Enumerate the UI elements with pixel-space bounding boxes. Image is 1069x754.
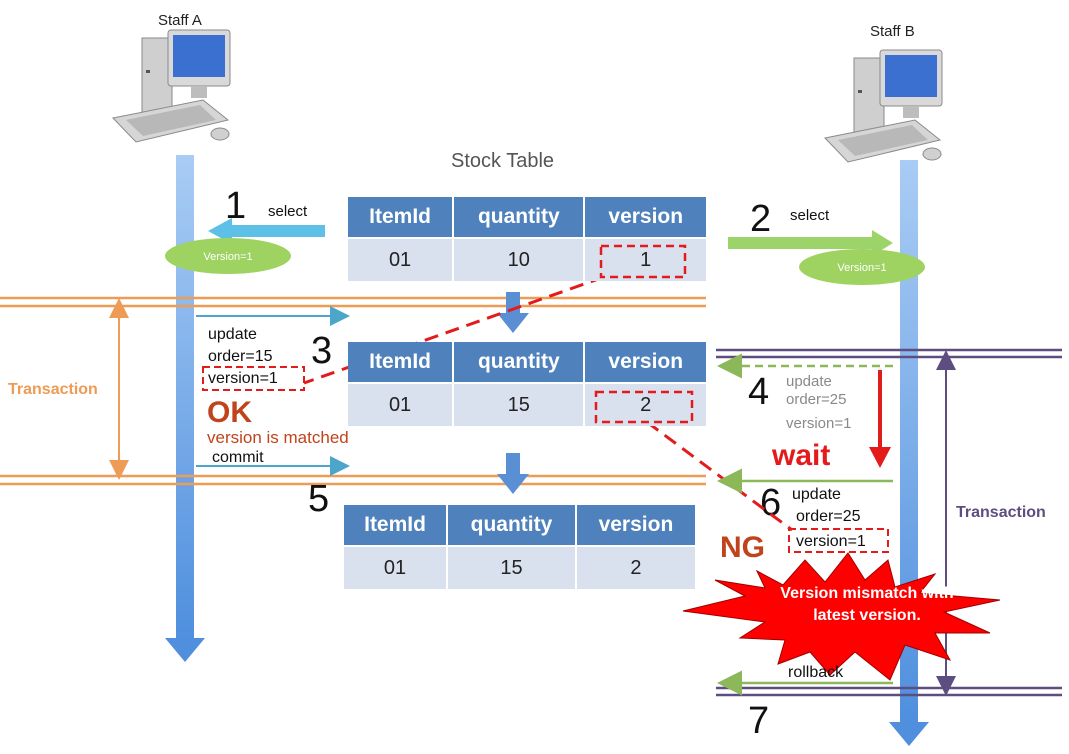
column-header: quantity [454, 197, 584, 237]
staff-b-lifeline-arrowhead [889, 722, 929, 746]
select-b-arrow [728, 230, 893, 256]
update-c-line-2: order=25 [796, 508, 861, 525]
table-cell: 01 [348, 382, 453, 426]
table-cell: 2 [585, 382, 706, 426]
computer-icon [112, 29, 231, 143]
staff-a-lifeline [176, 155, 194, 640]
update-b-line-1: update [786, 373, 832, 390]
staff-a-label: Staff A [158, 12, 202, 29]
table-row: 01 15 2 [344, 545, 695, 589]
step-1: 1 [225, 185, 246, 227]
column-header: version [576, 505, 695, 545]
version-matched-label: version is matched [207, 428, 349, 447]
column-header: ItemId [348, 197, 453, 237]
table-cell: 01 [344, 545, 447, 589]
table-row: 01 15 2 [348, 382, 706, 426]
step-3: 3 [311, 330, 332, 372]
table-cell: 01 [348, 237, 453, 281]
down-arrow-icon [497, 292, 529, 333]
column-header: version [585, 197, 706, 237]
update-a-line-1: update [208, 326, 257, 343]
staff-a-lifeline-arrowhead [165, 638, 205, 662]
rollback-label: rollback [788, 664, 844, 681]
column-header: quantity [448, 505, 575, 545]
wait-label: wait [771, 439, 830, 472]
computer-icon [824, 49, 943, 163]
stock-table-committed: ItemId quantity version 01 15 2 [342, 505, 697, 589]
select-a-arrow [208, 218, 325, 244]
update-b-line-2: order=25 [786, 391, 846, 408]
update-c-line-3: version=1 [796, 533, 866, 550]
step-4: 4 [748, 371, 769, 413]
version-c-highlight [788, 528, 889, 553]
mismatch-line-1: Version mismatch with [780, 585, 953, 602]
ng-label: NG [720, 531, 765, 564]
version-b-badge [799, 249, 925, 285]
update-a-line-2: order=15 [208, 348, 273, 365]
table-header-row: ItemId quantity version [348, 342, 706, 382]
step-5: 5 [308, 478, 329, 520]
transaction-b-label: Transaction [956, 504, 1046, 521]
wait-arrowhead [869, 447, 891, 468]
staff-b-label: Staff B [870, 23, 915, 40]
select-b-label: select [790, 207, 830, 224]
column-header: version [585, 342, 706, 382]
mismatch-line-2: latest version. [813, 607, 921, 624]
column-header: quantity [454, 342, 584, 382]
ok-label: OK [207, 396, 252, 429]
version-a-text: Version=1 [203, 251, 252, 263]
table-header-row: ItemId quantity version [348, 197, 706, 237]
transaction-b-boundary [716, 348, 1062, 697]
step-2: 2 [750, 198, 771, 240]
table-cell: 1 [585, 237, 706, 281]
version-b-text: Version=1 [837, 262, 886, 274]
down-arrow-icon [497, 453, 529, 494]
table-cell: 10 [454, 237, 584, 281]
commit-label: commit [212, 449, 264, 466]
table-row: 01 10 1 [348, 237, 706, 281]
update-c-line-1: update [792, 486, 841, 503]
version-a-badge [165, 238, 291, 274]
mismatch-burst [682, 552, 1001, 681]
update-a-line-3: version=1 [208, 370, 278, 387]
version-a-highlight [202, 366, 305, 391]
table-cell: 15 [448, 545, 575, 589]
select-a-label: select [268, 203, 308, 220]
stock-table-title: Stock Table [451, 150, 554, 172]
table-header-row: ItemId quantity version [344, 505, 695, 545]
column-header: ItemId [348, 342, 453, 382]
stock-table-updated: ItemId quantity version 01 15 2 [346, 342, 708, 426]
update-b-line-3: version=1 [786, 415, 851, 432]
table-cell: 2 [576, 545, 695, 589]
step-6: 6 [760, 482, 781, 524]
stock-table-initial: ItemId quantity version 01 10 1 [346, 197, 708, 281]
transaction-a-label: Transaction [8, 381, 98, 398]
table-cell: 15 [454, 382, 584, 426]
step-7: 7 [748, 700, 769, 742]
column-header: ItemId [344, 505, 447, 545]
